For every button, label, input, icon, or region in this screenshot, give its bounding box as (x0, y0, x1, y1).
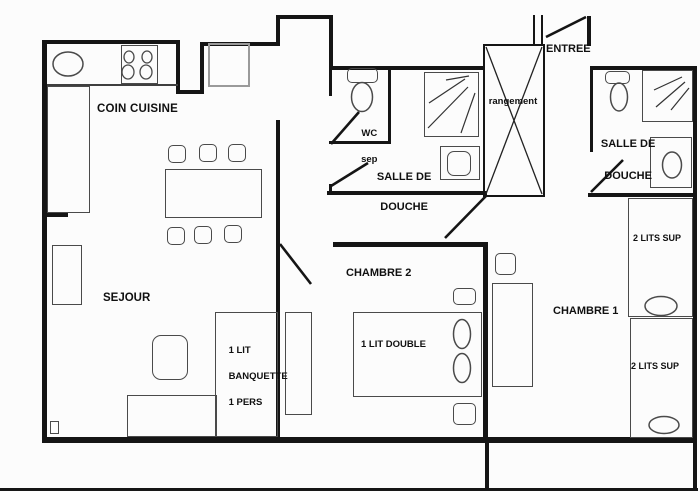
double-bed-label: 1 LIT DOUBLE (361, 339, 426, 350)
wall-top-down (329, 15, 333, 70)
entry-door-jamb-right (587, 16, 591, 46)
double-bed (353, 312, 482, 397)
kitchen-sink (52, 51, 84, 77)
banquette-label: 1 LIT BANQUETTE 1 PERS (228, 345, 288, 408)
washbasin-outer (440, 146, 480, 180)
wall-bath-door-stub (329, 184, 332, 195)
wall-kitchen-top (47, 40, 178, 44)
toilet-tank (347, 68, 378, 83)
nightstand (453, 288, 476, 305)
entry-door-jamb-left (533, 15, 543, 45)
bedroom1-label: CHAMBRE 1 (553, 305, 619, 317)
wall-left-stub (45, 212, 68, 217)
storage-closet (483, 44, 545, 197)
wall-outer-bottom (42, 437, 697, 443)
wall-bedroom1-bedroom2 (483, 242, 488, 437)
bedroom2-label: CHAMBRE 2 (346, 267, 412, 279)
wc-label: WC sep (342, 114, 386, 179)
chair (199, 144, 217, 162)
wall-balcony-right (693, 443, 697, 488)
shower-right-label: SALLE DE DOUCHE (600, 138, 656, 182)
refrigerator (208, 43, 250, 87)
chair (167, 227, 185, 245)
shower-mid (424, 72, 479, 137)
wall-niche-bottom (176, 90, 204, 94)
chair (194, 226, 212, 244)
wall-niche-left (200, 42, 204, 94)
wc-label-line1: WC (361, 128, 378, 139)
toilet-bowl (350, 81, 374, 113)
door-bedroom2 (278, 243, 313, 285)
wall-outer-left (42, 40, 47, 443)
wall-outer-right (693, 66, 697, 443)
wc-label-line2: sep (361, 154, 378, 165)
chair (228, 144, 246, 162)
wall-top (276, 15, 333, 19)
stove (121, 45, 158, 84)
wall-bathroom-top (329, 66, 485, 70)
wall-right-bathroom-left (590, 70, 593, 152)
wardrobe (492, 283, 533, 387)
living-room-label: SEJOUR (103, 292, 151, 304)
kitchen-side-counter (47, 86, 90, 213)
wall-bathroom-bottom (327, 191, 487, 195)
sofa (127, 395, 217, 437)
nightstand (495, 253, 516, 275)
armchair (152, 335, 188, 380)
sink-right (650, 137, 692, 188)
entry-label: ENTREE (546, 43, 591, 55)
wall-wc-right (388, 66, 391, 144)
bunk-bed-bottom (630, 318, 693, 438)
door-hall (444, 195, 487, 239)
wall-shelf (52, 245, 82, 305)
storage-label: rangement (488, 96, 538, 107)
banquette-bed (215, 312, 278, 437)
chair (168, 145, 186, 163)
bunk-bottom-label: 2 LITS SUP (631, 361, 680, 371)
wall-right-bathroom-bottom (588, 193, 697, 197)
dining-table (165, 169, 262, 218)
kitchen-label: COIN CUISINE (97, 103, 178, 115)
small-unit (50, 421, 59, 434)
wall-wc-bottom (329, 141, 391, 144)
wall-corridor-west-up (276, 15, 280, 46)
wall-balcony-divider (485, 443, 489, 488)
wall-kitchen-right (176, 40, 180, 94)
toilet-tank-right (605, 71, 630, 84)
wall-balcony-bottom (0, 488, 698, 491)
chair (224, 225, 242, 243)
shower-mid-label: SALLE DE DOUCHE (376, 171, 432, 213)
bunk-bed-top (628, 198, 693, 317)
kitchen-counter-edge (47, 84, 178, 86)
wall-right-bathroom-top (590, 66, 697, 70)
shower-right (642, 70, 693, 122)
bunk-top-label: 2 LITS SUP (633, 233, 682, 243)
toilet-bowl-right (609, 82, 629, 112)
wall-bedroom2-top (333, 242, 485, 247)
door-entry (545, 15, 587, 39)
washbasin-inner (447, 151, 471, 176)
wall-sejour-corridor (276, 120, 280, 437)
wall-wc-left-stub (329, 70, 332, 96)
nightstand (453, 403, 476, 425)
bedroom2-cabinet (285, 312, 312, 415)
